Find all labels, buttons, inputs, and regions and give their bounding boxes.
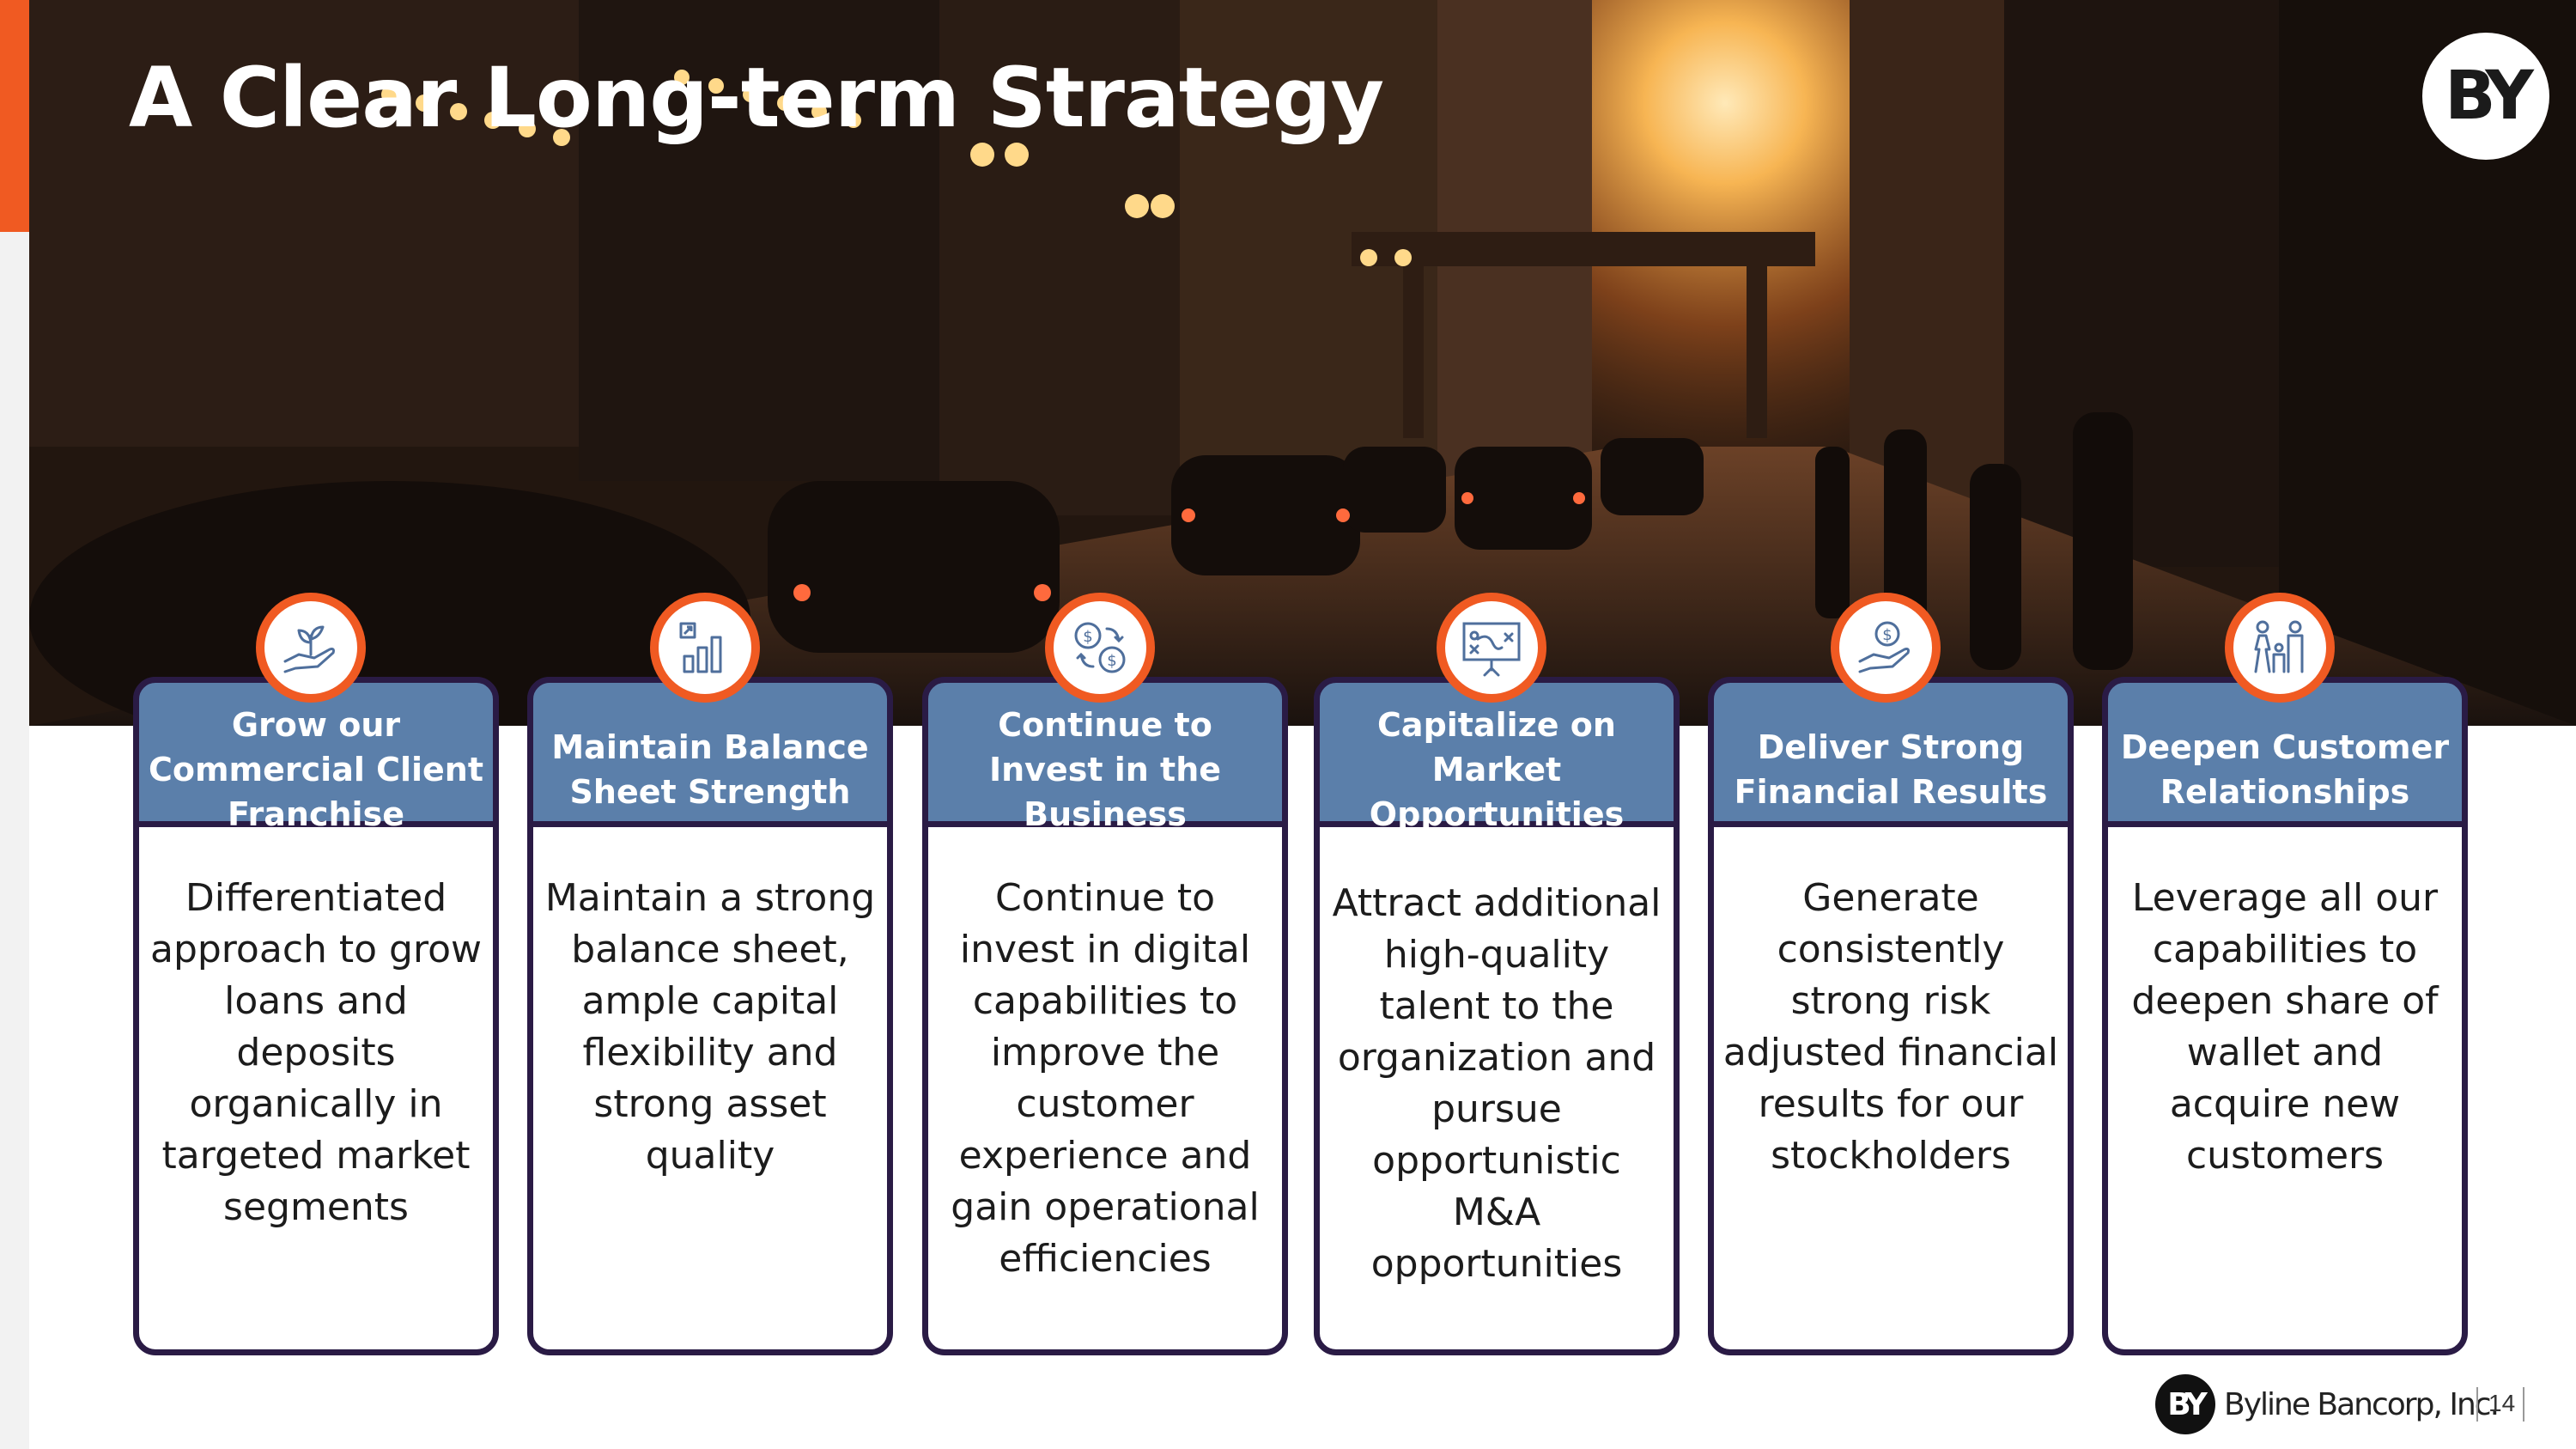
card-heading-text: Grow our Commercial Client Franchise [148,705,484,833]
family-icon [2225,593,2335,703]
card-heading: Capitalize on Market Opportunities [1314,677,1680,833]
card-heading-text: Deepen Customer Relationships [2120,728,2450,811]
hero-city-photo: A Clear Long-term Strategy BY [29,0,2576,726]
city-street-illustration [29,0,2576,726]
footer-company-name: Byline Bancorp, Inc. [2224,1386,2500,1422]
footer-divider-right [2523,1387,2524,1422]
card-heading-text: Deliver Strong Financial Results [1734,728,2048,811]
page-number: 14 [2488,1390,2516,1416]
card-description: Generate consistently strong risk adjust… [1722,876,2059,1178]
card-description: Leverage all our capabilities to deepen … [2131,876,2439,1178]
money-exchange-icon: $ $ [1045,593,1155,703]
footer-logo-mark-text: BY [2167,1386,2207,1422]
svg-text:$: $ [1882,626,1892,644]
bar-chart-growth-icon [650,593,760,703]
card-heading-text: Capitalize on Market Opportunities [1369,705,1625,833]
card-heading-text: Maintain Balance Sheet Strength [551,728,869,811]
card-description: Differentiated approach to grow loans an… [149,876,482,1229]
accent-bar [0,0,29,232]
footer-logo-mark: BY [2155,1374,2215,1434]
byline-logo-text: BY [2445,58,2534,135]
plant-in-hand-icon [256,593,366,703]
left-margin-strip [0,0,29,1449]
card-heading: Grow our Commercial Client Franchise [133,677,499,833]
page-title: A Clear Long-term Strategy [129,50,1384,146]
byline-logo: BY [2422,33,2549,160]
svg-text:$: $ [1083,628,1092,646]
card-heading-text: Continue to Invest in the Business [988,705,1222,833]
dollar-in-hand-icon: $ [1831,593,1941,703]
strategy-board-icon [1437,593,1546,703]
card-description: Continue to invest in digital capabiliti… [951,876,1260,1281]
footer-divider [2476,1387,2478,1422]
svg-text:$: $ [1107,652,1116,670]
card-description: Attract additional high-quality talent t… [1332,881,1662,1286]
footer-company-logo: BY Byline Bancorp, Inc. [2155,1374,2500,1434]
card-description: Maintain a strong balance sheet, ample c… [544,876,876,1178]
